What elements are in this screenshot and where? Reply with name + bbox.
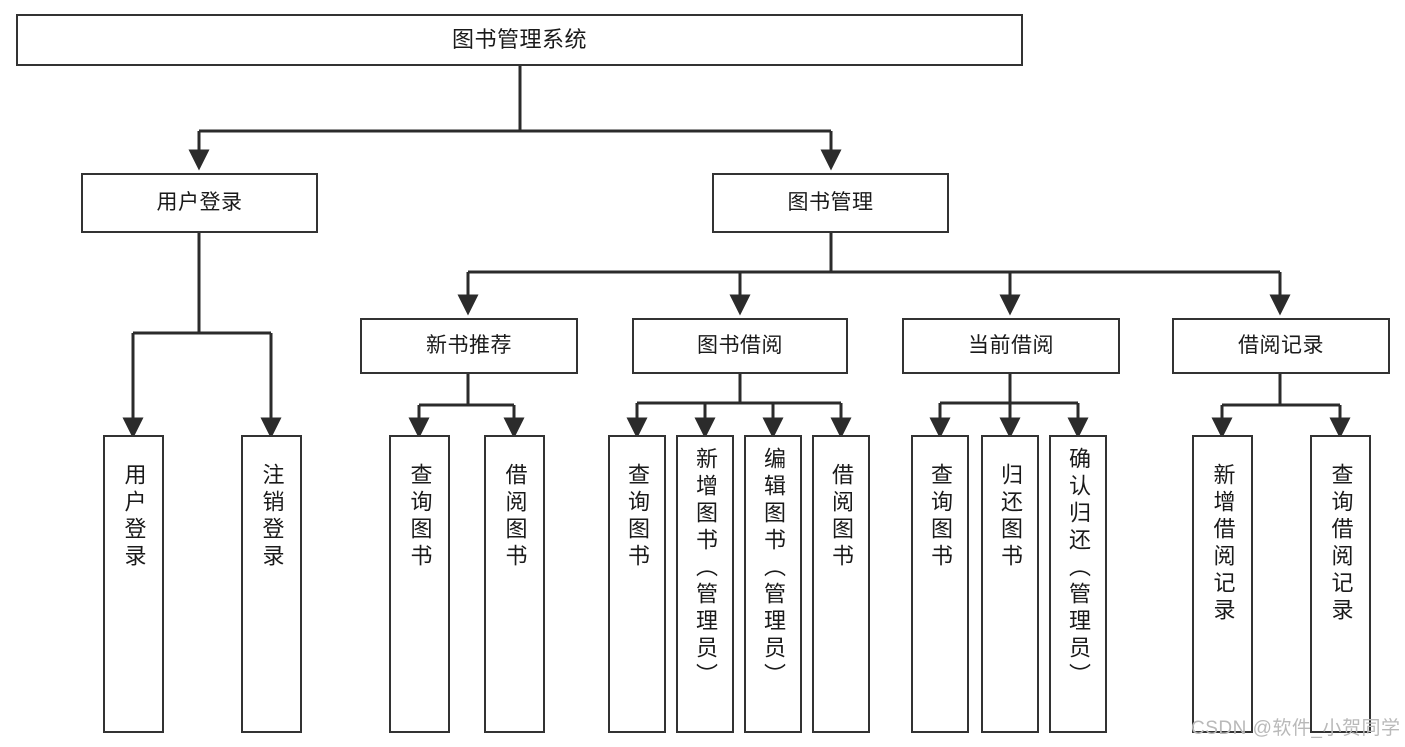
node-label: 用户登录 [156,190,243,214]
leaf-query-book-borrow[interactable]: 查询图书 [608,435,666,733]
leaf-edit-book-admin[interactable]: 编辑图书（管理员） [744,435,802,733]
leaf-query-book-recommend[interactable]: 查询图书 [389,435,450,733]
leaf-query-borrow-record[interactable]: 查询借阅记录 [1310,435,1371,733]
node-label: 查询图书 [625,463,650,571]
node-label: 确认归还（管理员） [1066,447,1091,690]
leaf-borrow-book-recommend[interactable]: 借阅图书 [484,435,545,733]
node-label: 借阅图书 [502,463,528,571]
leaf-query-book-current[interactable]: 查询图书 [911,435,969,733]
leaf-user-login[interactable]: 用户登录 [103,435,164,733]
node-label: 查询图书 [407,463,433,571]
leaf-add-book-admin[interactable]: 新增图书（管理员） [676,435,734,733]
node-label: 图书管理系统 [451,27,587,53]
node-label: 新增图书（管理员） [693,447,718,690]
leaf-return-book[interactable]: 归还图书 [981,435,1039,733]
node-label: 借阅图书 [829,463,854,571]
node-label: 新书推荐 [426,333,512,357]
leaf-borrow-book-borrow[interactable]: 借阅图书 [812,435,870,733]
node-book-management[interactable]: 图书管理 [712,173,949,233]
leaf-user-logout[interactable]: 注销登录 [241,435,302,733]
csdn-watermark: CSDN @软件_小贺同学 [1191,718,1401,739]
node-label: 当前借阅 [968,333,1054,357]
node-label: 图书管理 [787,190,874,214]
node-label: 用户登录 [121,463,147,571]
node-label: 编辑图书（管理员） [761,447,786,690]
node-root-system[interactable]: 图书管理系统 [16,14,1023,66]
node-label: 注销登录 [259,463,285,571]
node-label: 新增借阅记录 [1210,463,1236,625]
node-label: 图书借阅 [697,333,783,357]
node-label: 归还图书 [998,463,1023,571]
leaf-confirm-return-admin[interactable]: 确认归还（管理员） [1049,435,1107,733]
node-label: 借阅记录 [1238,333,1324,357]
node-label: 查询借阅记录 [1328,463,1354,625]
node-user-login[interactable]: 用户登录 [81,173,318,233]
leaf-add-borrow-record[interactable]: 新增借阅记录 [1192,435,1253,733]
node-book-borrow[interactable]: 图书借阅 [632,318,848,374]
node-label: 查询图书 [928,463,953,571]
node-current-borrow[interactable]: 当前借阅 [902,318,1120,374]
node-new-book-recommend[interactable]: 新书推荐 [360,318,578,374]
node-borrow-record[interactable]: 借阅记录 [1172,318,1390,374]
